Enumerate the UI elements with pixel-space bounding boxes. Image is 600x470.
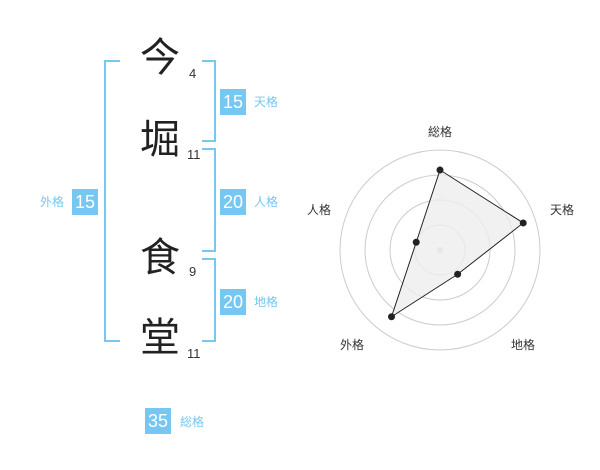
chikaku-bracket	[202, 258, 216, 342]
tenkaku-bracket	[202, 60, 216, 142]
stroke-count-4: 11	[187, 346, 201, 361]
radar-label-gaikaku: 外格	[340, 338, 365, 352]
radar-polygon	[390, 169, 525, 318]
radar-label-jinkaku: 人格	[307, 203, 332, 217]
name-char-3: 食	[140, 235, 180, 281]
stroke-count-1: 4	[189, 66, 197, 81]
jinkaku-value: 20	[220, 189, 247, 215]
name-char-1: 今	[140, 35, 180, 81]
radar-label-tenkaku: 天格	[550, 203, 575, 217]
gaikaku-value: 15	[72, 189, 99, 215]
jinkaku-label: 人格	[254, 195, 279, 209]
radar-point-4	[388, 313, 396, 321]
gaikaku-bracket	[104, 60, 120, 342]
soukaku-label: 総格	[180, 415, 205, 429]
radar-point-3	[454, 270, 462, 278]
radar-point-2	[519, 219, 527, 227]
gaikaku-label: 外格	[40, 195, 65, 209]
radar-label-chikaku: 地格	[511, 338, 536, 352]
name-char-2: 堀	[140, 117, 180, 163]
jinkaku-bracket	[202, 148, 216, 252]
name-char-4: 堂	[140, 315, 180, 361]
chikaku-label: 地格	[254, 295, 279, 309]
soukaku-value: 35	[145, 408, 172, 434]
tenkaku-value: 15	[220, 89, 247, 115]
radar-point-1	[436, 166, 444, 174]
radar-grid-ring	[339, 149, 541, 351]
radar-label-soukaku: 総格	[428, 125, 453, 139]
tenkaku-label: 天格	[254, 95, 279, 109]
chikaku-value: 20	[220, 289, 247, 315]
stroke-count-3: 9	[189, 264, 197, 279]
stroke-count-2: 11	[187, 147, 201, 162]
radar-point-5	[412, 238, 420, 246]
